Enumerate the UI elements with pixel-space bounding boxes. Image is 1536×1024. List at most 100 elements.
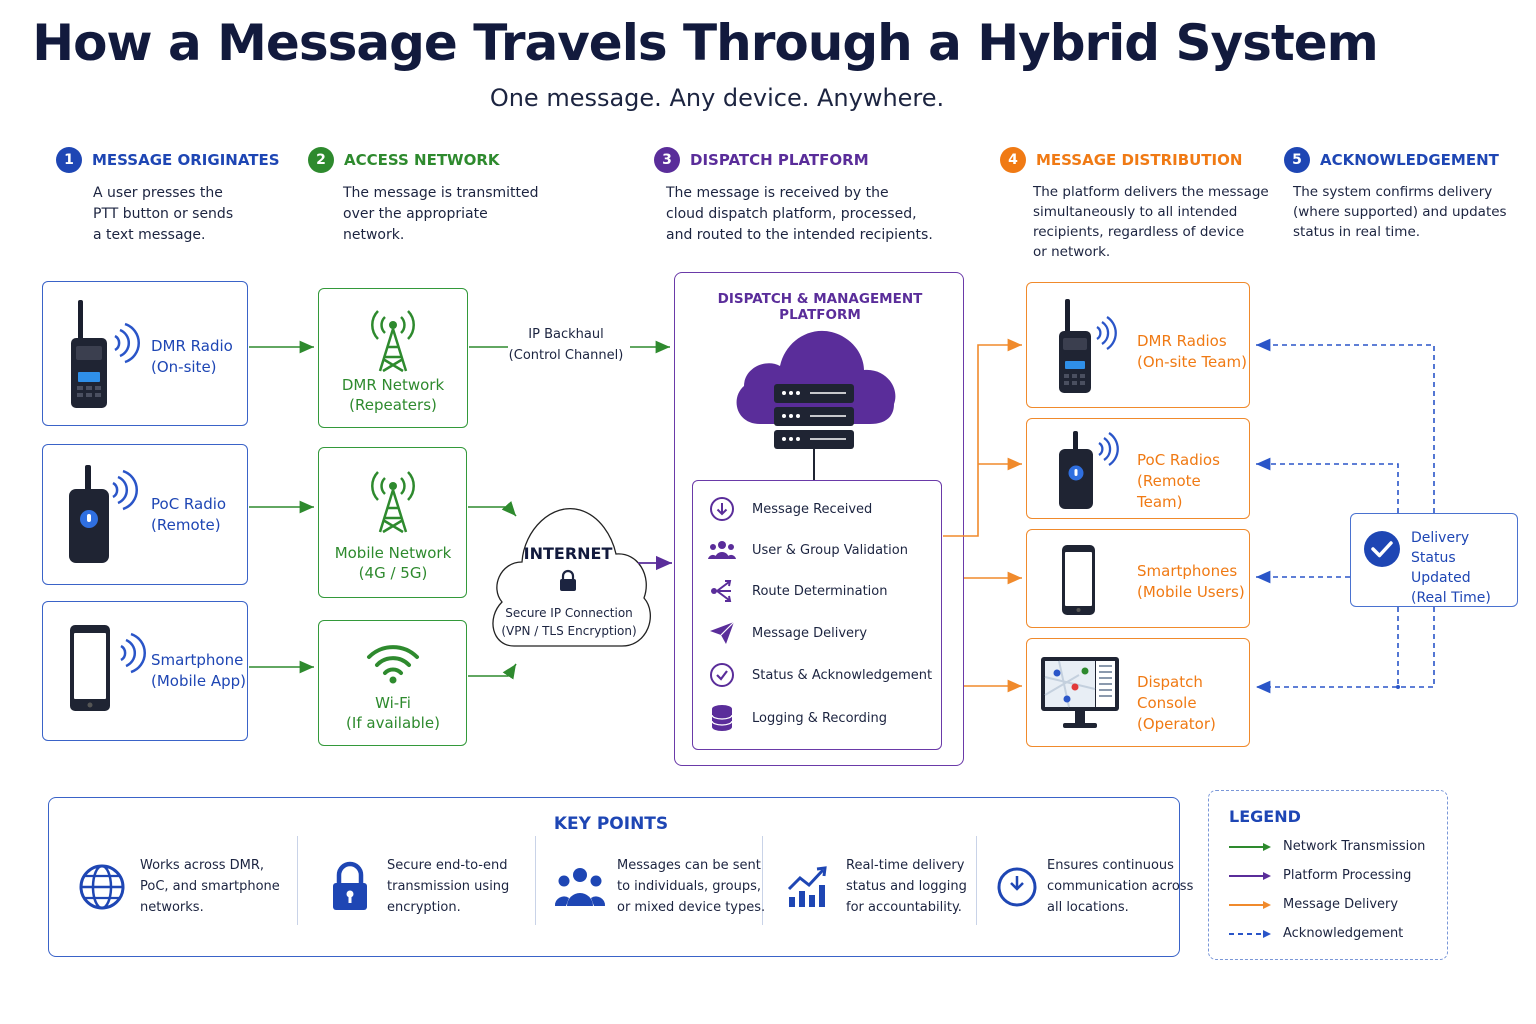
- platform-items: Message Received User & Group Validation…: [708, 496, 932, 731]
- step-desc-line: A user presses the: [93, 185, 223, 201]
- platform-item: Message Delivery: [708, 620, 932, 646]
- network-dmr: DMR Network(Repeaters): [318, 288, 468, 428]
- step-number: 1: [56, 147, 82, 173]
- arrow-mobile-to-internet: [468, 500, 517, 517]
- cloud-server-icon: [736, 330, 896, 482]
- legend-label: Acknowledgement: [1283, 926, 1404, 941]
- clock-icon: [997, 867, 1037, 906]
- network-sublabel: (Repeaters): [349, 396, 437, 414]
- legend-item: Platform Processing: [1229, 861, 1425, 890]
- source-dmr-radio: DMR Radio (On-site): [42, 281, 248, 426]
- platform-item: Route Determination: [708, 578, 932, 604]
- ip-backhaul-label: IP Backhaul(Control Channel): [506, 324, 626, 366]
- platform-item-label: Message Delivery: [752, 625, 868, 641]
- platform-item: User & Group Validation: [708, 537, 932, 563]
- monitor-map-icon: [1041, 657, 1119, 728]
- key-point-line: transmission using: [387, 879, 510, 894]
- dest-label: PoC Radios: [1137, 451, 1220, 469]
- send-icon: [710, 621, 735, 644]
- network-label: Mobile Network: [334, 544, 452, 562]
- key-point-line: all locations.: [1047, 900, 1129, 915]
- dest-sublabel: (On-site Team): [1137, 353, 1247, 371]
- step-title: MESSAGE DISTRIBUTION: [1036, 151, 1243, 169]
- key-point-line: Secure end-to-end: [387, 858, 508, 873]
- backhaul-line: (Control Channel): [508, 348, 624, 363]
- source-sublabel: (Mobile App): [151, 672, 246, 690]
- platform-item: Status & Acknowledgement: [708, 662, 932, 688]
- network-sublabel: (4G / 5G): [358, 564, 428, 582]
- globe-icon: [79, 864, 125, 909]
- dest-sublabel: (Mobile Users): [1137, 583, 1245, 601]
- step-desc-line: (where supported) and updates: [1293, 204, 1507, 220]
- smartphone-icon: [1062, 545, 1095, 615]
- dest-sublabel: (Operator): [1137, 715, 1216, 733]
- legend-label: Platform Processing: [1283, 868, 1412, 883]
- dmr-radio-icon: [71, 300, 140, 408]
- legend-swatch-green: [1229, 842, 1271, 851]
- arrow-down-circle-icon: [710, 497, 734, 521]
- radio-tower-icon: [371, 310, 415, 373]
- ack-arrow-console: [1256, 607, 1435, 694]
- status-line: (Real Time): [1411, 590, 1491, 606]
- step-title: DISPATCH PLATFORM: [690, 151, 869, 169]
- network-wifi: Wi-Fi(If available): [318, 620, 467, 746]
- key-point-line: Ensures continuous: [1047, 858, 1174, 873]
- ack-arrow-poc: [1256, 457, 1399, 513]
- platform-process-list: [692, 480, 942, 750]
- route-icon: [711, 580, 732, 602]
- step-desc-line: recipients, regardless of device: [1033, 224, 1245, 240]
- step-title: ACKNOWLEDGEMENT: [1320, 151, 1499, 169]
- platform-item-label: User & Group Validation: [752, 542, 908, 558]
- poc-radio-icon: [69, 465, 138, 563]
- network-mobile: Mobile Network (4G / 5G): [318, 447, 467, 598]
- platform-item: Message Received: [708, 496, 932, 522]
- users-icon: [708, 541, 736, 559]
- page-subtitle: One message. Any device. Anywhere.: [489, 84, 945, 112]
- step-number: 2: [308, 147, 334, 173]
- checkmark-icon: [1364, 531, 1400, 567]
- key-point-line: Works across DMR,: [140, 858, 265, 873]
- step-desc-line: The platform delivers the message: [1033, 184, 1269, 200]
- padlock-icon: [333, 861, 367, 910]
- step-desc-line: The message is received by the: [666, 185, 889, 201]
- source-sublabel: (Remote): [151, 516, 221, 534]
- step-desc-line: a text message.: [93, 227, 206, 243]
- key-point-line: or mixed device types.: [617, 900, 766, 915]
- status-line: Updated: [1411, 570, 1471, 586]
- lock-icon: [560, 569, 576, 591]
- network-label: Wi-Fi: [375, 694, 411, 712]
- source-sublabel: (On-site): [151, 358, 217, 376]
- source-label: DMR Radio: [151, 337, 233, 355]
- legend-title: LEGEND: [1229, 807, 1301, 826]
- legend-swatch-orange: [1229, 900, 1271, 909]
- step-desc-line: and routed to the intended recipients.: [666, 227, 933, 243]
- ack-arrow-dmr: [1256, 338, 1435, 513]
- legend-label: Network Transmission: [1283, 839, 1426, 854]
- page-title: How a Message Travels Through a Hybrid S…: [32, 14, 1379, 72]
- growth-chart-icon: [787, 865, 827, 907]
- legend-swatch-blue-dashed: [1229, 929, 1271, 938]
- source-poc-radio: PoC Radio(Remote): [42, 444, 248, 585]
- step-desc-line: The message is transmitted: [343, 185, 539, 201]
- legend: LEGEND Network Transmission Platform Pro…: [1208, 790, 1448, 960]
- step-number: 4: [1000, 147, 1026, 173]
- step-desc-line: The system confirms delivery: [1293, 184, 1493, 200]
- key-point-line: Messages can be sent: [617, 858, 761, 873]
- dest-label: DMR Radios: [1137, 332, 1227, 350]
- platform-item: Logging & Recording: [708, 705, 932, 731]
- platform-item-label: Message Received: [752, 501, 873, 517]
- source-smartphone: Smartphone (Mobile App): [42, 601, 248, 741]
- dest-sublabel: (Remote Team): [1137, 472, 1201, 511]
- key-points-panel: KEY POINTS: [48, 797, 1180, 957]
- step-number: 5: [1284, 147, 1310, 173]
- dest-smartphones: Smartphones(Mobile Users): [1026, 529, 1250, 628]
- smartphone-icon: [70, 625, 146, 711]
- dest-poc-radios: PoC Radios (Remote Team): [1026, 418, 1250, 519]
- step-title: ACCESS NETWORK: [344, 151, 500, 169]
- source-label: Smartphone: [151, 651, 244, 669]
